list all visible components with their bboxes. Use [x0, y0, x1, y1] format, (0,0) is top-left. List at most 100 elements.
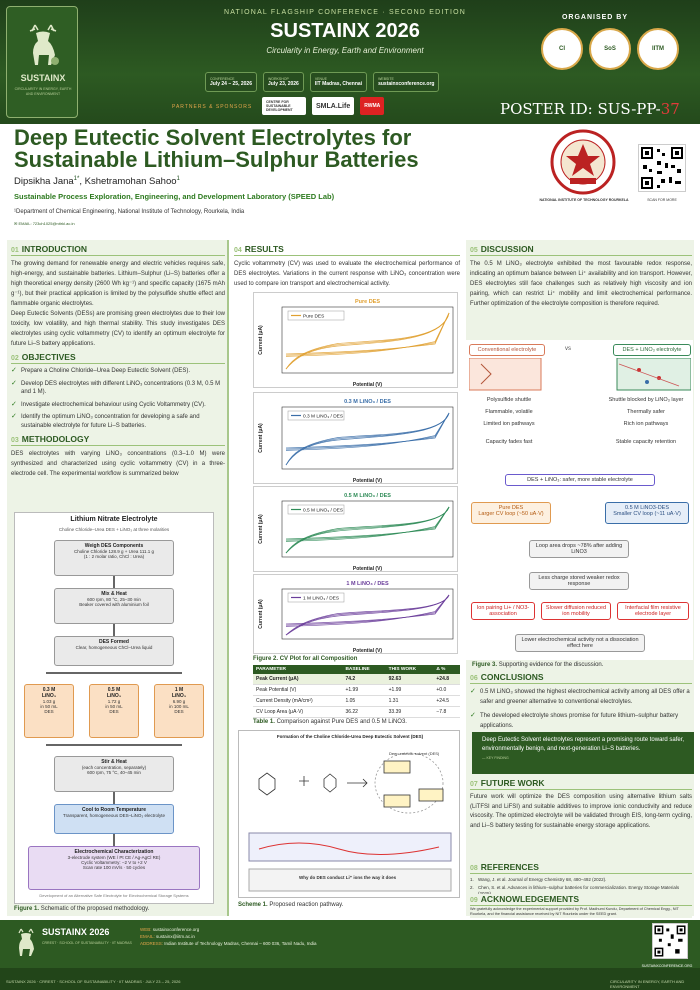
- x-axis-label: Potential (V): [353, 648, 383, 654]
- section-number: 08: [470, 865, 478, 872]
- legend-label: 1 M LiNO₃ / DES: [303, 596, 339, 602]
- caption-label: Figure 1.: [14, 906, 40, 912]
- step-stir: Stir & Heat(each concentration, separate…: [54, 756, 174, 792]
- author-1: Dipsikha Jana: [14, 176, 74, 188]
- legend-box: [287, 592, 345, 603]
- box-detail: Larger CV loop (~50 uA·V): [478, 511, 544, 517]
- table-cell: Peak Current (μA): [253, 674, 343, 685]
- org-logo-ci: CI: [541, 28, 583, 70]
- scheme-label: Deep eutectic solvent (DES): [389, 751, 440, 756]
- loop-drop-box: Loop area drops ~78% after adding LiNO3: [529, 540, 629, 558]
- author-2: Kshetramohan Sahoo: [84, 176, 177, 188]
- affiliation: ¹Department of Chemical Engineering, Nat…: [14, 209, 245, 215]
- section-title: CONCLUSIONS: [480, 672, 544, 682]
- merge-line: [46, 744, 182, 746]
- branch-salt: LiNO₃: [41, 693, 57, 699]
- scheme-title: Formation of the Choline Chloride-Urea D…: [276, 734, 424, 739]
- nitr-logo: [550, 129, 616, 195]
- methodology-text: DES electrolytes with varying LiNO₃ conc…: [11, 451, 225, 477]
- des-label: DES + LiNO₃ electrolyte: [613, 344, 691, 356]
- step-detail: 600 rpm, 80 °C, 25–30 min: [87, 597, 141, 602]
- key-finding-quote: Deep Eutectic Solvent electrolytes repre…: [472, 732, 694, 774]
- section-number: 07: [470, 781, 478, 788]
- footer-bottom-left: SUSTAINX 2026 · CRREST · SCHOOL OF SUSTA…: [6, 979, 181, 984]
- chart-title: 0.3 M LiNO₃ / DES: [344, 399, 391, 405]
- results-text: Cyclic voltammetry (CV) was used to eval…: [234, 261, 460, 287]
- table-row: Peak Potential (V)+1.99+1.99+0.0: [253, 684, 460, 696]
- conventional-label: Conventional electrolyte: [469, 344, 545, 356]
- flow-arrow: [113, 834, 115, 846]
- info-key: ADDRESS:: [140, 941, 164, 946]
- org-logo-sos: SoS: [589, 28, 631, 70]
- comparison-table: PARAMETER BASELINE THIS WORK Δ % Peak Cu…: [253, 665, 460, 718]
- section-number: 01: [11, 247, 19, 254]
- intro-p2: Deep Eutectic Solvents (DESs) are promis…: [11, 311, 225, 347]
- partners-label: PARTNERS & SPONSORS: [172, 104, 253, 110]
- scheme-bottom-label: Why do DES conduct Li⁺ ions the way it d…: [299, 875, 397, 880]
- sponsor-rwma: RWMA: [360, 97, 385, 115]
- step-detail: Scan rate 100 mV/s · 50 cycles: [82, 865, 146, 870]
- reference-index: 1.: [470, 877, 474, 882]
- step-detail: (each concentration, separately): [81, 765, 147, 770]
- workflow-footnote: Development of an Alternative Safe Elect…: [39, 893, 189, 898]
- caption-label: Figure 3.: [472, 662, 498, 668]
- caption-label: Figure 2.: [253, 656, 279, 662]
- table-cell: +0.0: [433, 684, 460, 696]
- organiser-logos: CI SoS IITM: [525, 28, 695, 74]
- caption-text: Proposed reaction pathway.: [269, 902, 344, 908]
- deer-icon: [29, 24, 59, 65]
- quote-text: Deep Eutectic Solvent electrolytes repre…: [482, 737, 685, 752]
- author-1-sup: 1*: [73, 176, 80, 182]
- info-value: sustainx@iitm.ac.in: [156, 934, 195, 939]
- section-title: METHODOLOGY: [21, 434, 90, 444]
- discussion-text: The 0.5 M LiNO₃ electrolyte exhibited th…: [470, 261, 692, 307]
- nitr-caption: NATIONAL INSTITUTE OF TECHNOLOGY ROURKEL…: [539, 198, 629, 202]
- reference-text: Chen, S. et al. Advances in lithium–sulp…: [478, 885, 680, 896]
- footer-deer-icon: [18, 928, 34, 956]
- cv-curve: [285, 312, 450, 370]
- box-title: 0.5 M LiNO3-DES: [624, 505, 669, 511]
- footer-qr-caption: SUSTAINXCONFERENCE.ORG: [641, 964, 693, 968]
- info-key: WEB:: [140, 927, 152, 932]
- section-title: INTRODUCTION: [21, 244, 87, 254]
- legend-label: 0.5 M LiNO₃ / DES: [303, 508, 343, 514]
- table-cell: 33.39: [385, 706, 434, 718]
- box-title: Pure DES: [498, 505, 524, 511]
- qr-code-top[interactable]: [638, 144, 686, 192]
- conventional-traits: Polysulfide shuttle Flammable, volatile …: [469, 394, 549, 448]
- table-cell: Current Density (mA/cm²): [253, 695, 343, 707]
- qr-code-footer[interactable]: [652, 923, 688, 959]
- footer-info: WEB: sustainxconference.org EMAIL: susta…: [140, 926, 316, 947]
- objective-item: Identify the optimum LiNO₃ concentration…: [11, 413, 225, 430]
- section-title: RESULTS: [244, 244, 284, 254]
- footer: [0, 920, 700, 968]
- footer-email[interactable]: EMAIL: sustainx@iitm.ac.in: [140, 933, 316, 940]
- flow-arrow: [113, 792, 115, 804]
- table-cell: 92.63: [385, 674, 434, 685]
- legend-box: [287, 410, 345, 421]
- section-title: REFERENCES: [480, 862, 539, 872]
- table-header-row: PARAMETER BASELINE THIS WORK Δ %: [253, 665, 460, 674]
- slower-diffusion-box: Slower diffusion reduced ion mobility: [541, 602, 611, 620]
- table-cell: +24.5: [433, 695, 460, 707]
- branch-line: [46, 672, 182, 674]
- step-title: Cool to Room Temperature: [81, 807, 147, 813]
- author-email[interactable]: ✉ EMAIL: 723ch1025@nitrkl.ac.in: [14, 221, 75, 226]
- section-number: 09: [470, 897, 478, 904]
- footer-web[interactable]: WEB: sustainxconference.org: [140, 926, 316, 933]
